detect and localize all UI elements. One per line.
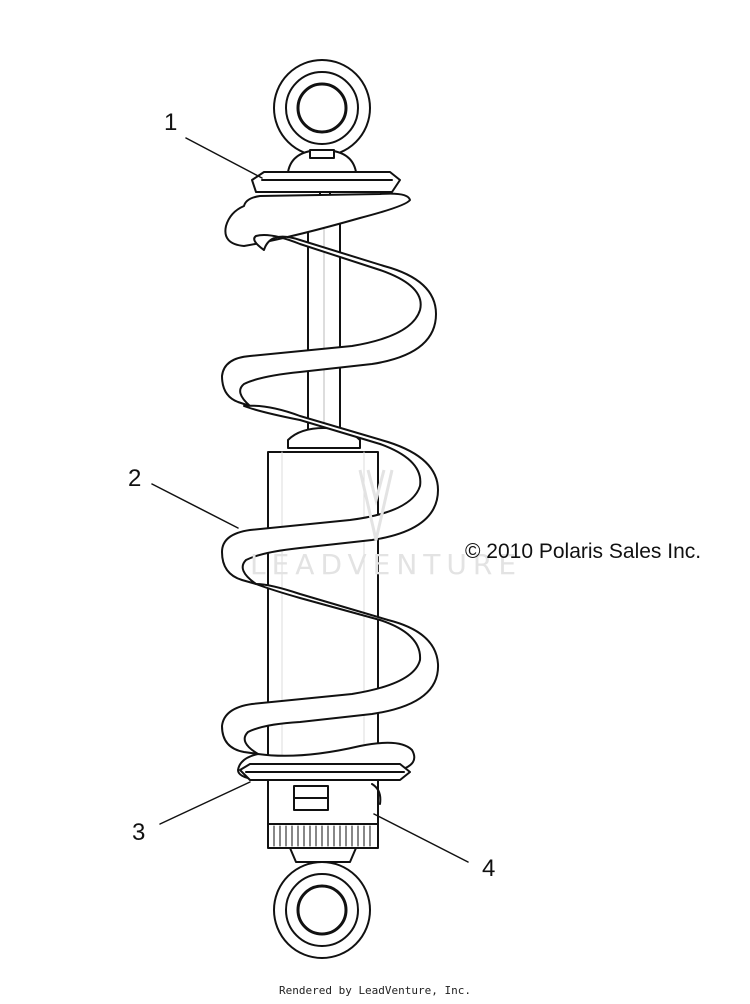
bottom-eyelet [273,861,371,959]
piston-shaft [307,199,341,433]
watermark-logo [358,469,394,541]
watermark-text: LEADVENTURE [250,548,522,581]
leader-line-1 [185,137,263,179]
knurled-ring [267,823,379,849]
leader-lines [151,137,469,863]
render-credit: Rendered by LeadVenture, Inc. [278,984,472,997]
callout-1: 1 [164,109,177,136]
lower-neck [289,847,357,863]
lower-spring-seat [239,763,411,781]
leader-line-4 [373,813,469,863]
leader-line-3 [159,781,251,825]
callout-4: 4 [482,855,495,882]
preload-adjuster [267,779,382,825]
leader-line-2 [151,483,239,529]
copyright-text: © 2010 Polaris Sales Inc. [465,540,701,563]
callout-3: 3 [132,819,145,846]
watermark: LEADVENTURE [250,469,522,581]
top-eyelet [273,59,371,157]
callout-2: 2 [128,465,141,492]
